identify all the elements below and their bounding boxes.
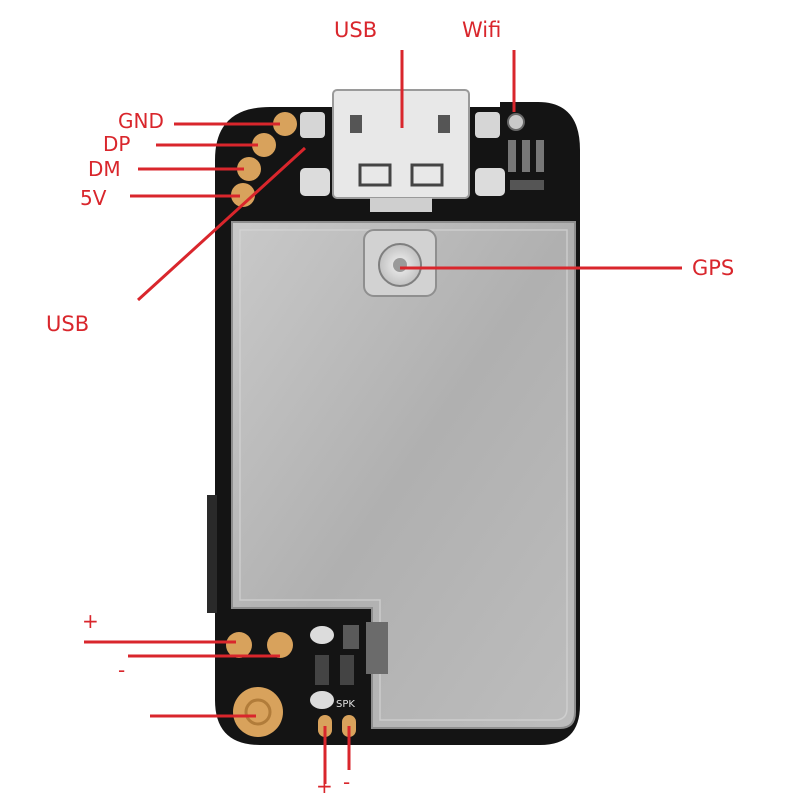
silkscreen-spk: SPK: [336, 699, 355, 710]
label-dm: DM: [88, 157, 121, 181]
side-connector: [207, 495, 217, 613]
usb-tab-left-bottom: [300, 168, 330, 196]
smd-chip-4: [366, 622, 388, 674]
usb-tab-right-bottom: [475, 168, 505, 196]
usb-tab-left-top: [300, 112, 325, 138]
label-wifi: Wifi: [462, 18, 502, 42]
pad-gnd: [273, 112, 297, 136]
smd-cap-2: [310, 691, 334, 709]
label-5v: 5V: [80, 186, 107, 210]
line-usb-left: [136, 146, 307, 302]
label-gnd: GND: [118, 109, 164, 133]
label-dp: DP: [103, 132, 131, 156]
smd-chip-1: [315, 655, 329, 685]
smd-part-2: [522, 140, 530, 172]
pad-battery-plus: [226, 632, 252, 658]
smd-part-3: [536, 140, 544, 172]
smd-cap-1: [310, 626, 334, 644]
pad-dp: [252, 133, 276, 157]
wifi-antenna-pad: [507, 113, 525, 131]
shield-rim: [239, 229, 568, 721]
pad-5v: [231, 183, 255, 207]
label-usb-top: USB: [334, 18, 378, 42]
label-battery-plus: +: [82, 609, 99, 633]
speaker-pad-ring: [244, 698, 272, 726]
label-speaker-minus: -: [343, 770, 351, 794]
gps-connector-pin: [393, 258, 407, 272]
usb-tab-right-top: [475, 112, 500, 138]
label-speaker-plus: +: [316, 774, 333, 798]
smd-chip-3: [343, 625, 359, 649]
usb-legs: [370, 198, 432, 212]
usb-slot-right: [438, 115, 450, 133]
label-battery-minus: -: [118, 658, 126, 682]
label-gps: GPS: [692, 256, 735, 280]
speaker-pad: [233, 687, 283, 737]
smd-part-1: [508, 140, 516, 172]
usb-latch-right: [410, 163, 444, 187]
smd-part-4: [510, 180, 544, 190]
usb-latch-left: [358, 163, 392, 187]
smd-chip-2: [340, 655, 354, 685]
pad-dm: [237, 157, 261, 181]
usb-slot-left: [350, 115, 362, 133]
label-usb-left: USB: [46, 312, 90, 336]
pad-battery-minus: [267, 632, 293, 658]
annotation-lines: [84, 50, 682, 784]
metal-shield: [231, 221, 576, 729]
